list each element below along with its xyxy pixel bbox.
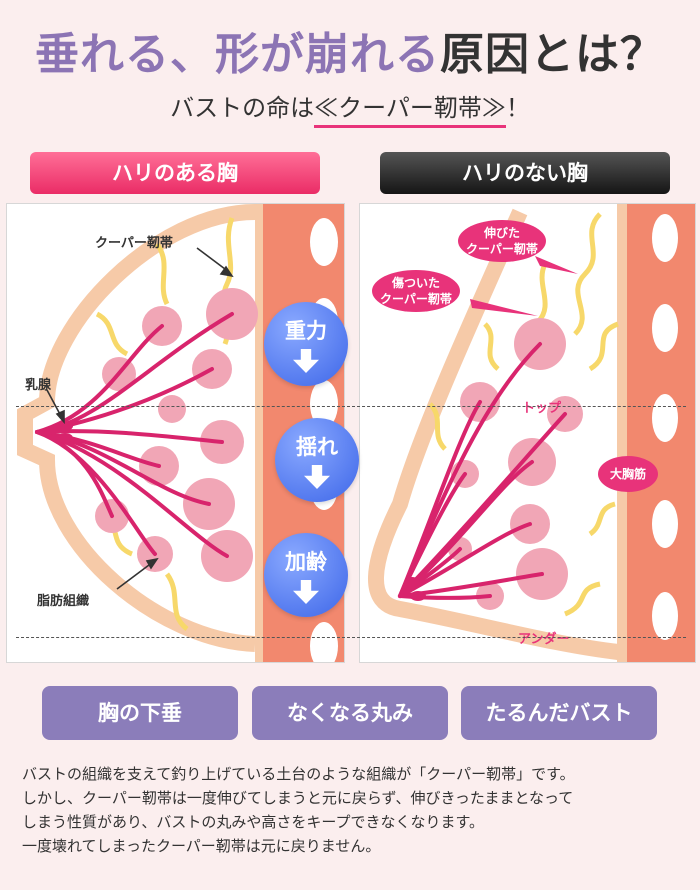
force-shaking: 揺れ [275, 418, 359, 502]
rib [310, 218, 338, 266]
rib [652, 214, 678, 262]
label-mammary-gland: 乳腺 [25, 378, 52, 393]
callout-pointers [470, 256, 578, 316]
rib [310, 380, 338, 428]
mammary-gland-nodes [57, 421, 73, 443]
force-aging-label: 加齢 [285, 550, 327, 574]
down-arrow-icon [293, 349, 319, 373]
description-line: しかし、クーパー靭帯は一度伸びてしまうと元に戻らず、伸びきったままとなって [22, 789, 574, 807]
subtitle: バストの命は≪クーパー靭帯≫！ [0, 88, 700, 128]
callout-stretched-line-2: クーパー靭帯 [466, 242, 538, 256]
callout-stretched-ligament: 伸びた クーパー靭帯 [458, 220, 546, 262]
fat-lobules [95, 288, 258, 582]
description-line: バストの組織を支えて釣り上げている土台のような組織が「クーパー靭帯」です。 [22, 765, 575, 783]
title-part-2: 原因とは？ [440, 29, 665, 80]
breast-outline [368, 208, 619, 660]
label-fat-tissue: 脂肪組織 [37, 594, 90, 609]
top-reference-line [16, 406, 686, 407]
callout-damaged-line-2: クーパー靭帯 [380, 292, 452, 306]
down-arrow-icon [304, 465, 330, 489]
force-gravity-label: 重力 [285, 319, 327, 343]
header-good-breast: ハリのある胸 [30, 152, 320, 194]
subtitle-suffix: ！ [505, 94, 530, 122]
force-aging: 加齢 [264, 533, 348, 617]
header-bad-breast: ハリのない胸 [380, 152, 670, 194]
callout-damaged-line-1: 傷ついた [391, 276, 440, 290]
description-text: バストの組織を支えて釣り上げている土台のような組織が「クーパー靭帯」です。 しか… [22, 762, 692, 858]
result-drooping-bust: たるんだバスト [461, 686, 657, 740]
title-part-1: 垂れる、形が崩れる [35, 29, 440, 80]
pointer-arrows [46, 247, 234, 590]
rib [652, 500, 678, 548]
subtitle-prefix: バストの命は [170, 94, 315, 122]
label-under: アンダー [518, 632, 570, 647]
result-sagging: 胸の下垂 [42, 686, 238, 740]
label-top: トップ [522, 401, 562, 416]
cooper-ligament [154, 242, 170, 306]
stretched-ligaments [428, 212, 619, 617]
callout-stretched-line-1: 伸びた [483, 226, 520, 240]
cooper-ligament [95, 311, 129, 357]
sagging-breast-illustration [368, 204, 695, 662]
rib [652, 394, 678, 442]
cooper-ligament [164, 572, 189, 631]
down-arrow-icon [293, 580, 319, 604]
page-title: 垂れる、形が崩れる原因とは？ [0, 18, 700, 82]
label-cooper-ligament: クーパー靭帯 [95, 236, 173, 251]
description-line: しまう性質があり、バストの丸みや高さをキープできなくなります。 [22, 813, 485, 831]
label-pectoral-muscle: 大胸筋 [598, 456, 659, 492]
description-line: 一度壊れてしまったクーパー靭帯は元に戻りません。 [22, 837, 381, 855]
sagging-breast-diagram: 伸びた クーパー靭帯 傷ついた クーパー靭帯 大胸筋 トップ アンダー [359, 203, 696, 663]
mammary-gland-nodes [404, 577, 426, 601]
rib [652, 304, 678, 352]
callout-damaged-ligament: 傷ついた クーパー靭帯 [372, 270, 460, 312]
under-reference-line [16, 637, 686, 638]
subtitle-highlight: ≪クーパー靭帯≫ [314, 88, 506, 128]
force-shaking-label: 揺れ [296, 435, 338, 459]
rib [310, 622, 338, 662]
fat-lobules [448, 318, 583, 610]
result-lost-roundness: なくなる丸み [252, 686, 448, 740]
rib [652, 592, 678, 640]
force-gravity: 重力 [264, 302, 348, 386]
